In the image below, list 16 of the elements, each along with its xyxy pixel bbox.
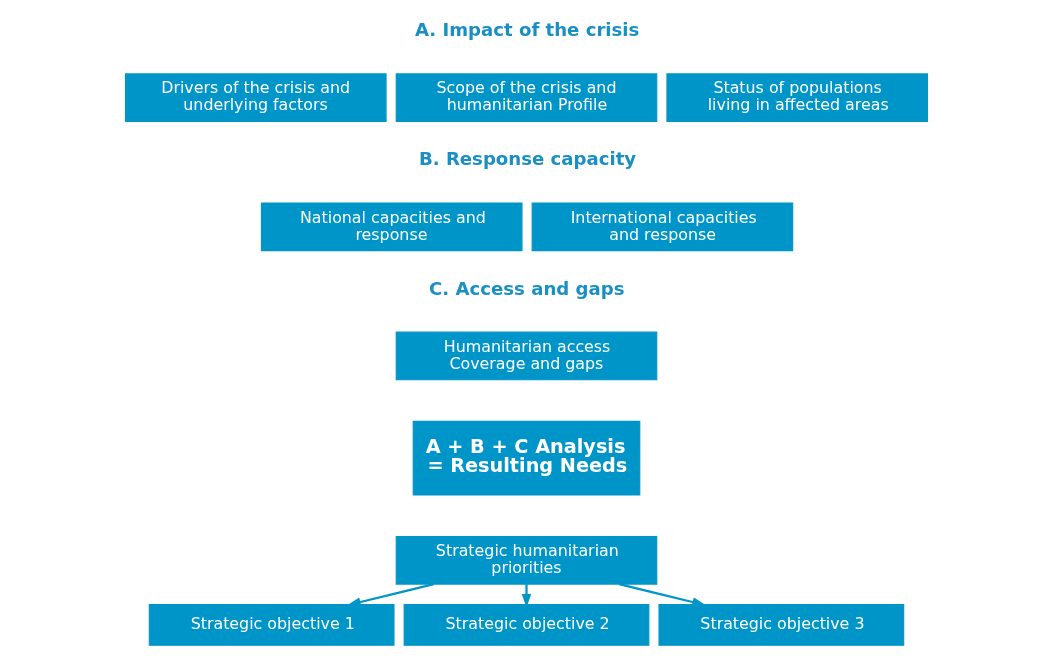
node-box: Strategic objective 3 — [658, 603, 905, 646]
node-box: International capacities and response — [531, 202, 794, 252]
label: C. Access and gaps — [429, 277, 625, 299]
node-box: Strategic humanitarian priorities — [395, 535, 658, 585]
node-box: A + B + C Analysis = Resulting Needs — [412, 420, 641, 496]
arrow — [347, 583, 435, 607]
label: A. Impact of the crisis — [414, 19, 640, 41]
node-box: Strategic objective 2 — [403, 603, 650, 646]
node-box: Scope of the crisis and humanitarian Profile — [395, 73, 658, 123]
node-box: Humanitarian access Coverage and gaps — [395, 331, 658, 381]
node-box: Status of populations living in affected areas — [666, 73, 929, 123]
arrow — [618, 583, 706, 607]
node-box: Drivers of the crisis and underlying factors — [124, 73, 387, 123]
node-box: National capacities and response — [260, 202, 523, 252]
node-box: Strategic objective 1 — [148, 603, 395, 646]
label: B. Response capacity — [418, 148, 637, 170]
